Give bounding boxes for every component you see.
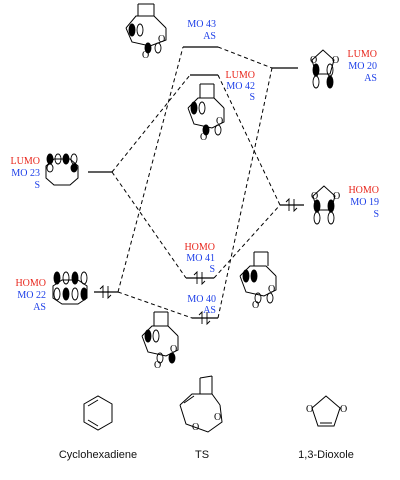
svg-text:O: O <box>252 300 259 311</box>
svg-text:O: O <box>306 404 313 415</box>
role-label: LUMO <box>11 156 40 167</box>
svg-text:O: O <box>268 284 275 295</box>
electron-pair-mo41 <box>193 270 206 286</box>
mo-number: MO 22 <box>17 290 46 301</box>
orbital-ts-mo40: O O <box>141 311 179 371</box>
corr-homo19-mo42 <box>217 74 281 206</box>
structure-ts: O O <box>179 375 223 433</box>
svg-text:O: O <box>214 412 221 423</box>
mo-number: MO 40 <box>187 294 216 305</box>
svg-text:O: O <box>333 191 340 202</box>
symmetry-label: S <box>209 264 215 275</box>
label-cyclohexadiene-lumo: LUMO MO 23 S <box>11 156 40 191</box>
mo-number: MO 42 <box>226 81 255 92</box>
label-dioxole-homo: HOMO MO 19 S <box>348 185 379 220</box>
svg-text:O: O <box>200 132 207 143</box>
corr-lumo23-mo42 <box>111 74 191 173</box>
role-label: LUMO <box>226 70 255 81</box>
corr-lumo23-mo41 <box>111 171 187 279</box>
svg-text:O: O <box>170 344 177 355</box>
label-ts-mo43: MO 43 AS <box>187 19 216 42</box>
corr-homo22-mo40 <box>117 291 193 319</box>
symmetry-label: AS <box>203 31 216 42</box>
corr-lumo20-mo43 <box>217 46 273 69</box>
label-ts-mo42: LUMO MO 42 S <box>226 70 255 103</box>
svg-text:O: O <box>310 55 317 66</box>
mo-number: MO 41 <box>186 253 215 264</box>
symmetry-label: S <box>34 180 40 191</box>
orbital-dioxole-lumo: O O <box>310 49 339 89</box>
svg-text:O: O <box>192 422 199 433</box>
svg-text:O: O <box>340 404 347 415</box>
mo-number: MO 20 <box>348 61 377 72</box>
label-ts-mo40: MO 40 AS <box>187 294 216 316</box>
structure-cyclohexadiene <box>83 395 113 431</box>
mo-number: MO 23 <box>11 168 40 179</box>
electron-pair-mo40 <box>198 310 211 326</box>
label-dioxole-lumo: LUMO MO 20 AS <box>348 49 377 84</box>
structure-dioxole: O O <box>306 395 347 427</box>
svg-text:O: O <box>216 116 223 127</box>
symmetry-label: AS <box>33 302 46 313</box>
corr-lumo20-mo40 <box>217 67 273 319</box>
mo-number: MO 43 <box>187 19 216 30</box>
label-cyclohexadiene-homo: HOMO MO 22 AS <box>15 278 46 313</box>
orbital-cyclohexadiene-lumo <box>45 153 79 186</box>
caption-dioxole: 1,3-Dioxole <box>298 449 354 461</box>
orbital-ts-mo43: O O <box>125 3 167 61</box>
role-label: HOMO <box>184 242 215 253</box>
svg-text:O: O <box>142 50 149 61</box>
orbital-ts-mo41: O O <box>239 251 277 311</box>
orbital-cyclohexadiene-homo <box>52 271 88 305</box>
orbital-ts-mo42: O O <box>187 83 225 143</box>
role-label: HOMO <box>15 278 46 289</box>
label-ts-mo41: HOMO MO 41 S <box>184 242 215 275</box>
symmetry-label: AS <box>364 73 377 84</box>
caption-ts: TS <box>195 449 209 461</box>
symmetry-label: AS <box>203 305 216 316</box>
correlation-lines <box>111 46 281 319</box>
orbital-dioxole-homo: O O <box>311 185 340 225</box>
svg-text:O: O <box>332 55 339 66</box>
corr-homo22-mo43 <box>117 46 184 293</box>
svg-text:O: O <box>154 360 161 371</box>
symmetry-label: S <box>373 209 379 220</box>
corr-homo19-mo41 <box>213 204 281 279</box>
symmetry-label: S <box>249 92 255 103</box>
svg-text:O: O <box>158 34 165 45</box>
caption-cyclohexadiene: Cyclohexadiene <box>59 449 137 461</box>
mo-number: MO 19 <box>350 197 379 208</box>
role-label: HOMO <box>348 185 379 196</box>
svg-text:O: O <box>311 191 318 202</box>
role-label: LUMO <box>348 49 377 60</box>
electron-pair-homo22 <box>99 284 112 300</box>
electron-pair-homo19 <box>285 197 298 213</box>
